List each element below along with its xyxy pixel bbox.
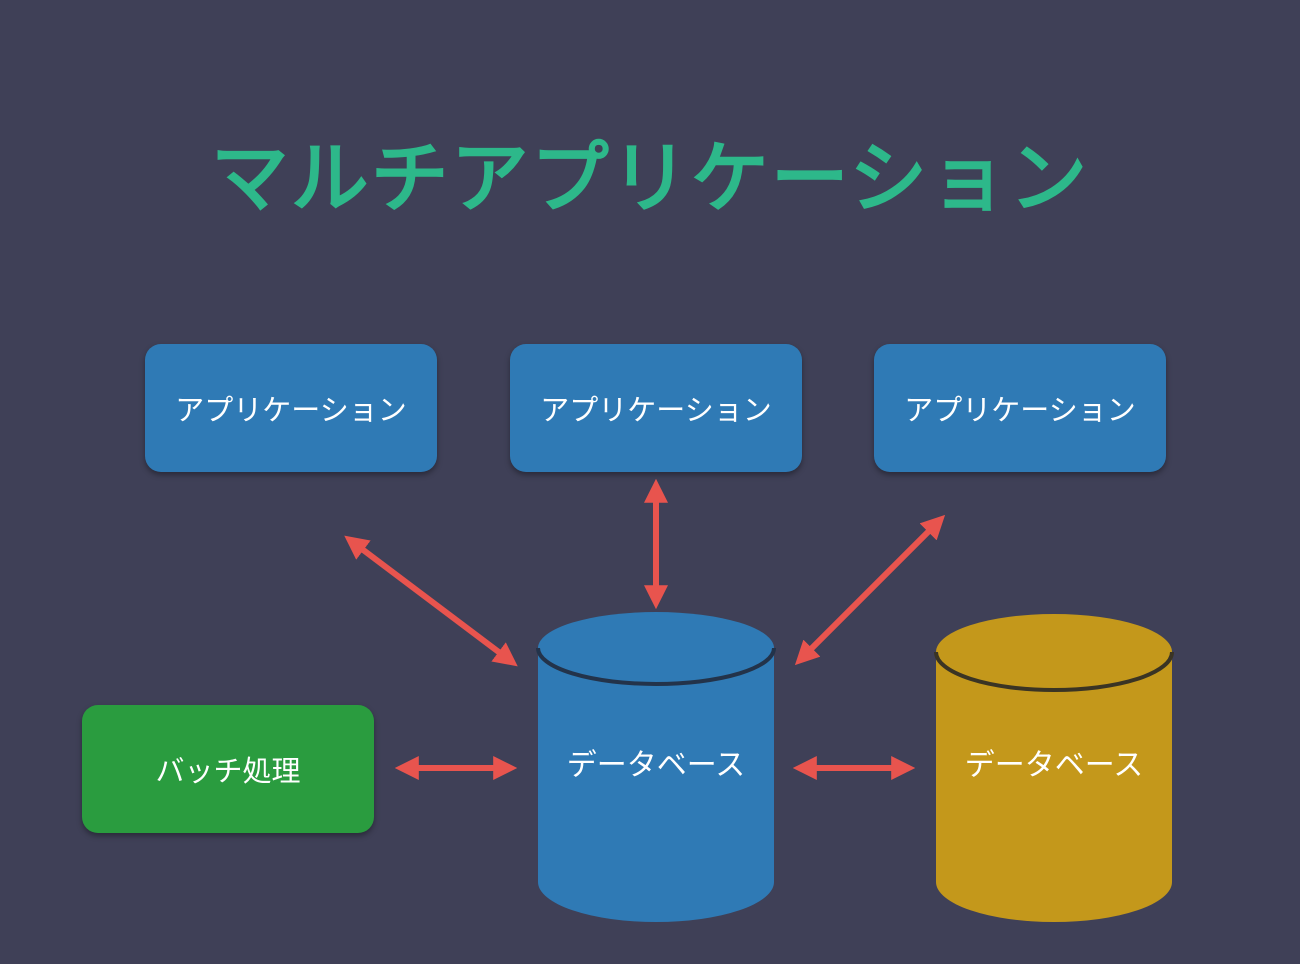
arrow-app1-db xyxy=(344,535,518,667)
application-label: アプリケーション xyxy=(540,393,772,427)
application-label: アプリケーション xyxy=(175,393,407,427)
database-cylinder-secondary xyxy=(934,614,1174,922)
slide-title: マルチアプリケーション xyxy=(210,134,1090,224)
application-box-3: アプリケーション xyxy=(874,344,1166,472)
database-cylinder-main xyxy=(536,612,776,922)
database-label-main: データベース xyxy=(566,748,746,783)
arrow-app3-db xyxy=(794,514,946,666)
batch-process-label: バッチ処理 xyxy=(155,754,301,788)
database-label-secondary: データベース xyxy=(964,748,1144,783)
application-box-2: アプリケーション xyxy=(510,344,802,472)
application-label: アプリケーション xyxy=(904,393,1136,427)
application-box-1: アプリケーション xyxy=(145,344,437,472)
batch-process-box: バッチ処理 xyxy=(82,705,374,833)
